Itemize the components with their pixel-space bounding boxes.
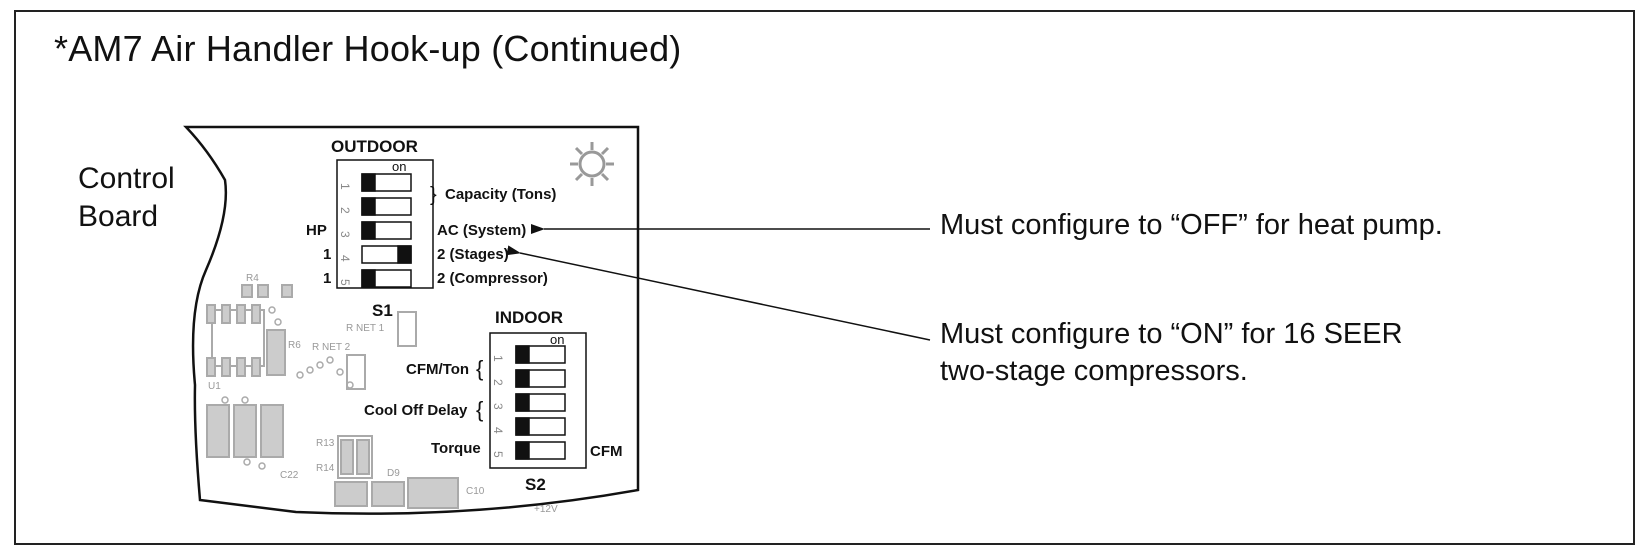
outdoor-dip-switches xyxy=(361,173,412,288)
pcb-label-r14: R14 xyxy=(316,463,335,474)
control-board-label: Control Board xyxy=(78,160,175,236)
outdoor-left-label-hp: HP xyxy=(306,222,327,239)
callout-two-stage: Must configure to “ON” for 16 SEER two-s… xyxy=(940,316,1403,390)
svg-text:3: 3 xyxy=(338,231,352,238)
pcb-components xyxy=(206,284,459,509)
svg-text:2: 2 xyxy=(491,379,505,386)
svg-text:4: 4 xyxy=(338,255,352,262)
pcb-label-d9: D9 xyxy=(387,468,400,479)
outdoor-switch-name: S1 xyxy=(372,301,393,320)
pcb-dots xyxy=(221,306,354,470)
indoor-label-cfm-ton: CFM/Ton xyxy=(406,361,469,378)
callout-two-stage-line1: Must configure to “ON” for 16 SEER xyxy=(940,318,1403,350)
arrow-two-stage xyxy=(506,245,931,341)
indoor-label-cool-off-delay: Cool Off Delay xyxy=(364,402,468,419)
svg-text:4: 4 xyxy=(491,427,505,434)
outdoor-label-ac-system: AC (System) xyxy=(437,222,526,239)
board-label-line1: Control xyxy=(78,162,175,195)
pcb-label-r6: R6 xyxy=(288,340,301,351)
pcb-label-rnet1: R NET 1 xyxy=(346,323,385,334)
pcb-label-r4: R4 xyxy=(246,273,259,284)
indoor-header: INDOOR xyxy=(495,308,563,327)
cool-off-delay-brace: { xyxy=(476,397,483,422)
indoor-switch-name: S2 xyxy=(525,475,546,494)
outdoor-label-capacity: Capacity (Tons) xyxy=(445,186,556,203)
pcb-label-r13: R13 xyxy=(316,438,335,449)
svg-text:5: 5 xyxy=(338,279,352,286)
page-title: *AM7 Air Handler Hook-up (Continued) xyxy=(54,28,682,69)
indoor-on-label: on xyxy=(550,332,564,347)
outdoor-label-stages: 2 (Stages) xyxy=(437,246,509,263)
indoor-label-torque: Torque xyxy=(431,440,481,457)
indoor-switch-numbers: 1 2 3 4 5 xyxy=(491,355,505,458)
svg-text:2: 2 xyxy=(338,207,352,214)
svg-text:5: 5 xyxy=(491,451,505,458)
capacity-brace: } xyxy=(430,184,437,206)
gear-icon xyxy=(570,142,614,186)
outdoor-on-label: on xyxy=(392,159,406,174)
indoor-dip-switches xyxy=(515,345,566,460)
outdoor-header: OUTDOOR xyxy=(331,137,418,156)
pcb-label-12v: +12V xyxy=(534,504,558,515)
pcb-text: R4 R NET 1 R NET 2 R6 U1 R13 R14 D9 C10 … xyxy=(208,273,558,515)
svg-text:1: 1 xyxy=(491,355,505,362)
outdoor-left-label-4: 1 xyxy=(323,246,331,263)
pcb-label-c10: C10 xyxy=(466,486,485,497)
indoor-label-cfm: CFM xyxy=(590,443,623,460)
pcb-label-c22: C22 xyxy=(280,470,299,481)
callout-heat-pump: Must configure to “OFF” for heat pump. xyxy=(940,209,1443,241)
pcb-label-rnet2: R NET 2 xyxy=(312,342,351,353)
cfm-ton-brace: { xyxy=(476,356,483,381)
outdoor-switch-numbers: 1 2 3 4 5 xyxy=(338,183,352,286)
pcb-label-u1: U1 xyxy=(208,381,221,392)
svg-text:3: 3 xyxy=(491,403,505,410)
svg-text:1: 1 xyxy=(338,183,352,190)
outdoor-left-label-5: 1 xyxy=(323,270,331,287)
callout-two-stage-line2: two-stage compressors. xyxy=(940,355,1248,387)
outdoor-label-compressor: 2 (Compressor) xyxy=(437,270,548,287)
board-label-line2: Board xyxy=(78,200,159,233)
